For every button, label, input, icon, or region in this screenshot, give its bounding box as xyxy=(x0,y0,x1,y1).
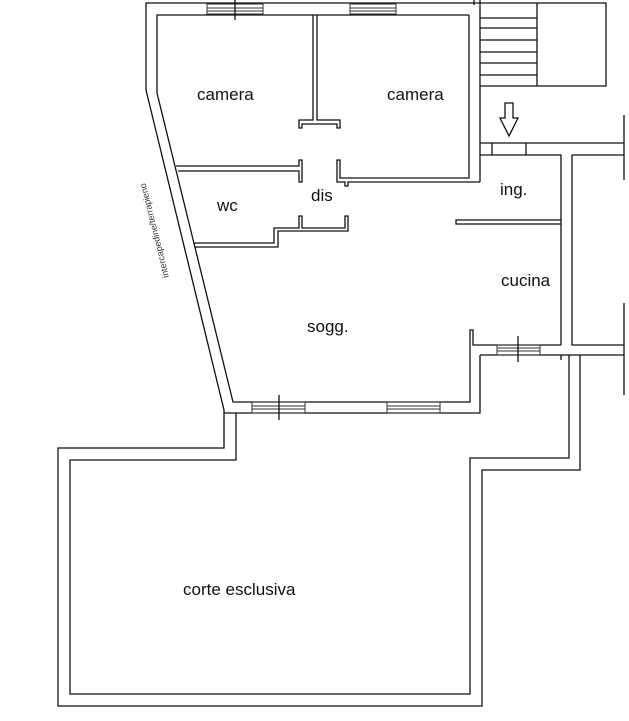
room-label-camera-2: camera xyxy=(387,85,444,104)
room-label-ing: ing. xyxy=(500,180,527,199)
room-label-dis: dis xyxy=(311,186,333,205)
window-soggiorno-1 xyxy=(251,395,306,420)
room-label-camera-1: camera xyxy=(197,85,254,104)
room-label-corte: corte esclusiva xyxy=(183,580,296,599)
window-camera-1 xyxy=(206,0,264,20)
window-camera-2 xyxy=(349,3,397,15)
window-cucina xyxy=(496,336,541,362)
side-wall-annotation: intercapedine/terrapieno xyxy=(138,182,171,279)
window-soggiorno-2 xyxy=(386,401,441,414)
room-label-cucina: cucina xyxy=(501,271,551,290)
room-label-soggiorno: sogg. xyxy=(307,317,349,336)
down-arrow-icon xyxy=(498,102,520,138)
building-walls xyxy=(57,0,625,707)
windows xyxy=(206,0,541,420)
room-label-wc: wc xyxy=(216,196,238,215)
stair-steps xyxy=(480,17,537,76)
